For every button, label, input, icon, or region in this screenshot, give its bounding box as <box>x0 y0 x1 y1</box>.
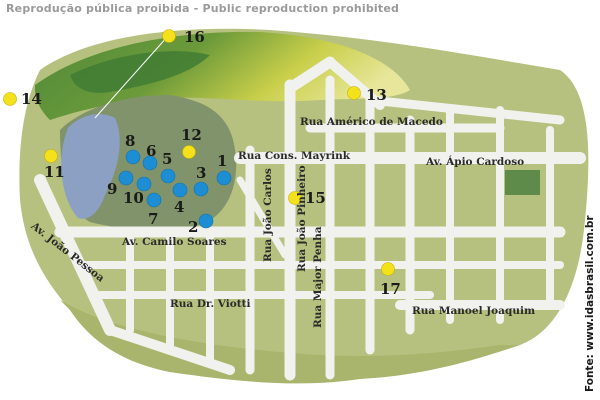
lake <box>61 114 120 219</box>
marker-dot-12 <box>182 145 196 159</box>
hill-area <box>34 31 411 121</box>
markers-layer <box>3 29 395 276</box>
marker-label-14: 14 <box>21 90 42 108</box>
marker-label-16: 16 <box>184 28 205 46</box>
marker-dot-16 <box>162 29 176 43</box>
marker-label-4: 4 <box>174 198 185 216</box>
marker-label-6: 6 <box>146 142 157 160</box>
street-label-rua-joao-carlos: Rua João Carlos <box>262 168 274 262</box>
marker-label-12: 12 <box>181 126 202 144</box>
marker-label-10: 10 <box>123 189 144 207</box>
header-notice: Reprodução pública proibida - Public rep… <box>6 2 400 15</box>
marker-dot-3 <box>193 181 209 197</box>
marker-label-13: 13 <box>366 86 387 104</box>
dark-forest <box>70 51 210 93</box>
marker-label-7: 7 <box>148 210 159 228</box>
land-lower-band <box>60 300 520 384</box>
marker-dot-10 <box>136 176 152 192</box>
marker-dot-1 <box>216 170 232 186</box>
marker-dot-17 <box>381 262 395 276</box>
marker-label-11: 11 <box>44 163 65 181</box>
marker-label-17: 17 <box>380 280 401 298</box>
street-label-rua-americo-de-macedo: Rua Américo de Macedo <box>300 116 443 128</box>
marker-label-2: 2 <box>188 218 199 236</box>
marker-label-9: 9 <box>107 180 118 198</box>
pointer-line-16 <box>94 35 169 119</box>
marker-label-15: 15 <box>305 189 326 207</box>
marker-dot-14 <box>3 92 17 106</box>
street-label-rua-cons-mayrink: Rua Cons. Mayrink <box>238 150 350 162</box>
marker-dot-6 <box>142 155 158 171</box>
street-label-rua-manoel-joaquim: Rua Manoel Joaquim <box>412 305 536 317</box>
street-label-av-apio-cardoso: Av. Ápio Cardoso <box>426 156 525 168</box>
street-label-rua-dr-viotti: Rua Dr. Viotti <box>170 298 251 310</box>
street-label-rua-major-penha: Rua Major Penha <box>312 226 324 328</box>
marker-dot-5 <box>160 168 176 184</box>
marker-dot-2 <box>198 213 214 229</box>
marker-dot-8 <box>125 149 141 165</box>
marker-dot-11 <box>44 149 58 163</box>
street-grid <box>34 56 586 381</box>
marker-dot-15 <box>288 191 302 205</box>
square-park <box>505 170 540 195</box>
street-label-av-camilo-soares: Av. Camilo Soares <box>122 236 227 248</box>
marker-dot-9 <box>118 170 134 186</box>
marker-label-8: 8 <box>125 132 136 150</box>
marker-label-5: 5 <box>162 150 173 168</box>
street-label-rua-joao-pinheiro: Rua João Pinheiro <box>296 165 308 272</box>
source-credit: Fonte: www.idasbrasil.com.br <box>584 215 596 392</box>
marker-dot-13 <box>347 86 361 100</box>
marker-label-3: 3 <box>196 164 207 182</box>
marker-label-1: 1 <box>217 152 228 170</box>
marker-dot-4 <box>172 182 188 198</box>
marker-dot-7 <box>146 192 162 208</box>
